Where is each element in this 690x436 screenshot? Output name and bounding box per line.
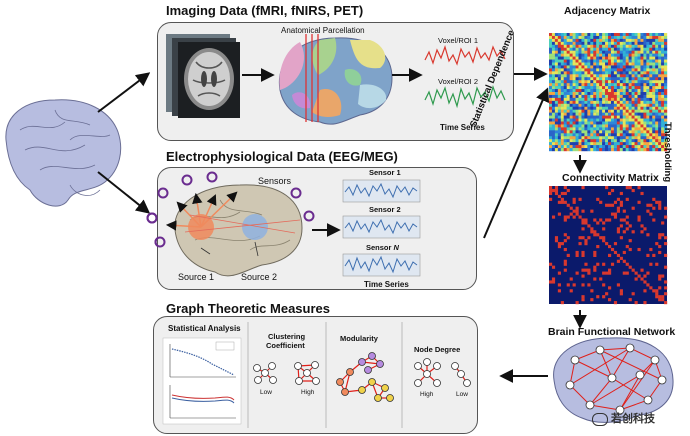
graph-title: Graph Theoretic Measures (166, 301, 330, 316)
node-degree-high-label: High (420, 391, 434, 398)
roi2-label: Voxel/ROI 2 (438, 77, 479, 86)
sensors-label: Sensors (258, 176, 292, 186)
source2-label: Source 2 (241, 272, 278, 282)
thresholding-label: Thresholding (662, 122, 673, 183)
sensor2-label: Sensor 2 (369, 205, 401, 214)
modularity-graph (336, 352, 394, 402)
imaging-time-series-label: Time Series (440, 123, 485, 132)
clustering-high-graph (294, 361, 320, 385)
watermark: 若创科技 (592, 410, 655, 426)
modularity-label: Modularity (340, 334, 378, 343)
statistical-analysis-plot (162, 337, 242, 425)
arrow-to-electro (97, 171, 151, 214)
adjacency-title: Adjacency Matrix (564, 5, 651, 17)
wechat-icon (592, 412, 608, 426)
parcellation-label: Anatomical Parcellation (281, 26, 365, 35)
clustering-low-label: Low (260, 389, 272, 396)
electro-title: Electrophysiological Data (EEG/MEG) (166, 149, 398, 164)
arrow-electro-to-adjacency (483, 87, 550, 239)
node-degree-low-graph (451, 362, 471, 387)
clustering-low-graph (253, 362, 277, 384)
node-degree-label: Node Degree (414, 345, 461, 354)
electro-time-series-label: Time Series (364, 280, 409, 289)
roi1-label: Voxel/ROI 1 (438, 36, 479, 45)
clustering-label-line1: Clustering (268, 332, 306, 341)
node-degree-high-graph (414, 358, 441, 387)
statistical-analysis-label: Statistical Analysis (168, 324, 241, 333)
sensor1-label: Sensor 1 (369, 168, 401, 177)
imaging-title: Imaging Data (fMRI, fNIRS, PET) (166, 3, 364, 18)
clustering-label-line2: Coefficient (266, 341, 305, 350)
node-degree-low-label: Low (456, 391, 468, 398)
connectivity-matrix (549, 186, 668, 305)
source1-label: Source 1 (178, 272, 215, 282)
connectivity-title: Connectivity Matrix (562, 172, 659, 184)
adjacency-matrix (549, 33, 668, 152)
brain-network-title: Brain Functional Network (548, 326, 676, 338)
arrow-to-imaging (97, 72, 151, 113)
brain-functional-network (553, 337, 674, 423)
clustering-high-label: High (301, 389, 315, 396)
sensorN-label: Sensor N (366, 243, 399, 252)
